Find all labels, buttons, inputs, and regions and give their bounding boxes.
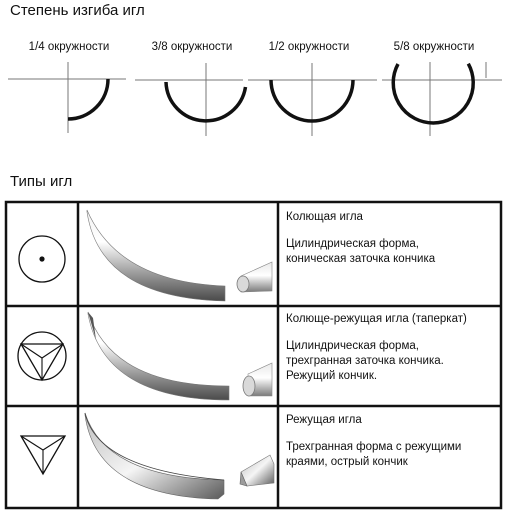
needle-types-title: Типы игл [10,173,73,190]
curvature-three-eighths-diagram [135,63,248,136]
taper-cut-needle-image [87,311,273,401]
curvature-label-five-eighths: 5/8 окружности [393,41,475,53]
needle-description-line: коническая заточка кончика [286,253,436,265]
needle-description-round: Колющая игла Цилиндрическая форма, конич… [286,210,501,267]
round-point-section-icon [18,235,66,283]
cutting-needle-image [84,412,275,500]
curvature-half-diagram [248,63,377,136]
needle-name: Колющая игла [286,211,363,223]
needle-name: Колюще-режущая игла (таперкат) [286,313,467,325]
needle-description-line: Трехгранная форма с режущими [286,441,462,453]
needle-description-line: Режущий кончик. [286,370,378,382]
needle-description-line: трехгранная заточка кончика. [286,355,444,367]
curvature-label-half: 1/2 окружности [268,41,350,53]
curvature-title: Степень изгиба игл [10,2,145,19]
needle-name: Режущая игла [286,414,362,426]
round-needle-image [86,209,273,302]
needle-description-line: краями, острый кончик [286,456,408,468]
needle-description-line: Цилиндрическая форма, [286,238,419,250]
curvature-label-quarter: 1/4 окружности [28,41,110,53]
needle-description-cutting: Режущая игла Трехгранная форма с режущим… [286,413,501,470]
needle-description-taper-cut: Колюще-режущая игла (таперкат) Цилиндрич… [286,312,501,384]
curvature-quarter-diagram [8,62,126,133]
curvature-five-eighths-diagram [382,62,502,136]
needle-description-line: Цилиндрическая форма, [286,340,419,352]
taper-cut-section-icon [17,331,67,382]
curvature-label-three-eighths: 3/8 окружности [151,41,233,53]
cutting-section-icon [19,435,67,476]
needle-types-table [4,200,503,510]
